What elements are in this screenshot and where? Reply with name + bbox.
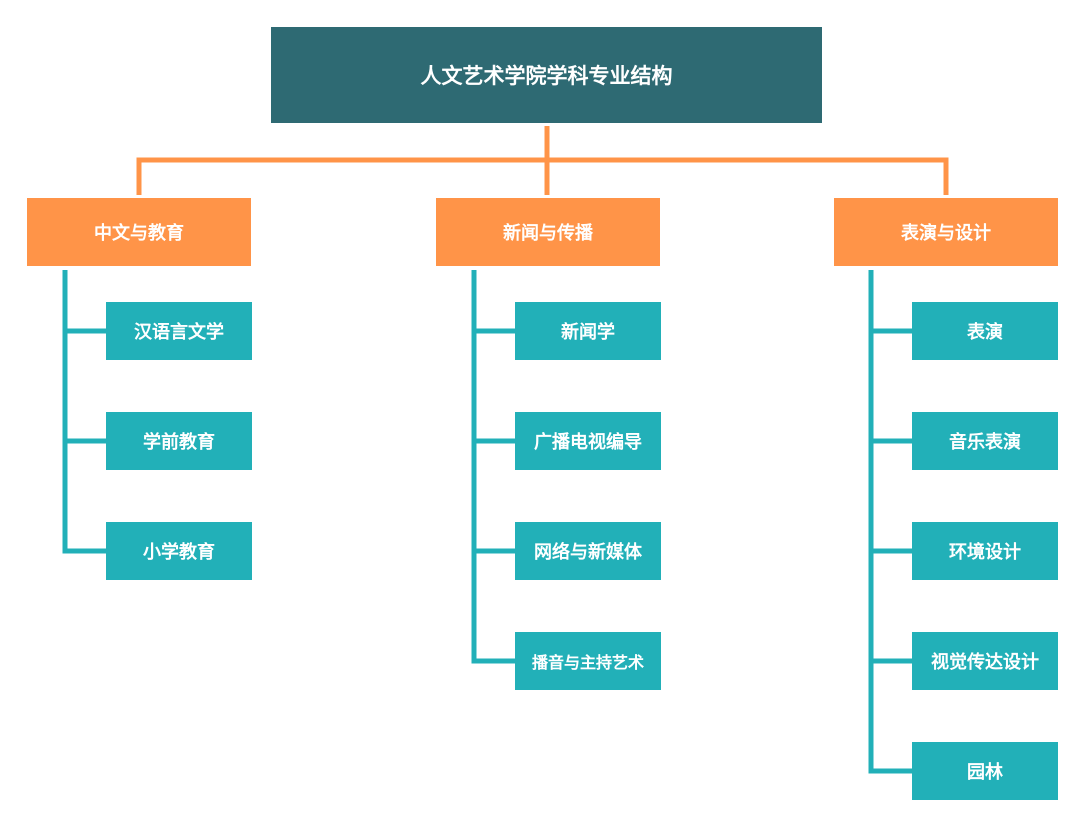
major-label: 视觉传达设计 <box>931 652 1039 673</box>
major-label: 园林 <box>967 762 1003 783</box>
major-box: 小学教育 <box>106 522 252 580</box>
root-title-box: 人文艺术学院学科专业结构 <box>271 27 822 123</box>
major-box: 表演 <box>912 302 1058 360</box>
branch-spine-2 <box>471 270 515 664</box>
major-label: 表演 <box>967 322 1003 343</box>
major-box: 环境设计 <box>912 522 1058 580</box>
category-label: 中文与教育 <box>94 223 184 244</box>
branch-spine-1 <box>62 270 106 554</box>
category-box-performance-design: 表演与设计 <box>834 198 1058 266</box>
major-label: 广播电视编导 <box>534 432 642 453</box>
category-box-chinese-education: 中文与教育 <box>27 198 251 266</box>
root-title: 人文艺术学院学科专业结构 <box>420 64 673 88</box>
major-label: 小学教育 <box>143 542 215 563</box>
major-box: 视觉传达设计 <box>912 632 1058 690</box>
major-box: 园林 <box>912 742 1058 800</box>
major-label: 汉语言文学 <box>134 322 224 343</box>
major-label: 播音与主持艺术 <box>531 653 644 672</box>
major-label: 环境设计 <box>949 542 1021 563</box>
major-box: 学前教育 <box>106 412 252 470</box>
root-connectors <box>136 126 949 195</box>
major-box: 新闻学 <box>515 302 661 360</box>
major-box: 播音与主持艺术 <box>515 632 661 690</box>
major-box: 汉语言文学 <box>106 302 252 360</box>
major-label: 音乐表演 <box>949 432 1021 453</box>
major-box: 网络与新媒体 <box>515 522 661 580</box>
major-label: 新闻学 <box>561 322 615 343</box>
branch-spine-3 <box>868 270 912 774</box>
major-label: 网络与新媒体 <box>534 542 642 563</box>
category-label: 新闻与传播 <box>503 223 593 244</box>
major-box: 广播电视编导 <box>515 412 661 470</box>
category-label: 表演与设计 <box>901 223 991 244</box>
category-box-journalism: 新闻与传播 <box>436 198 660 266</box>
major-box: 音乐表演 <box>912 412 1058 470</box>
major-label: 学前教育 <box>143 432 215 453</box>
branch-connectors <box>62 270 912 774</box>
